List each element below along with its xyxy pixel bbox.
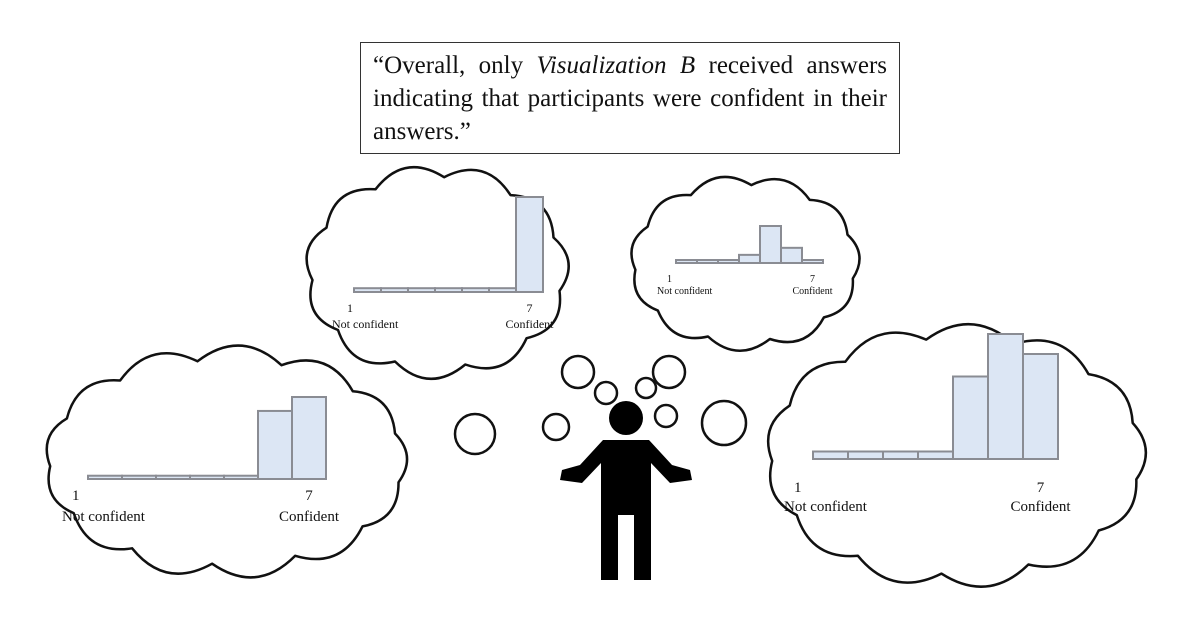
bar-5 [223,474,259,481]
bar-1 [353,287,382,294]
thought-cloud-2 [45,344,409,579]
bar-7 [515,196,544,293]
bar-2 [847,450,884,460]
low-end-label: Not confident [784,499,868,515]
bar-2 [696,259,719,264]
low-end-label: Not confident [657,286,712,297]
bar-3 [155,474,191,481]
high-end-label: Confident [1011,499,1072,515]
bar-6 [257,409,293,480]
bar-1 [675,259,698,264]
low-tick-label: 1 [347,301,353,315]
bar-7 [801,259,824,264]
low-end-label: Not confident [332,317,399,331]
bar-7 [291,396,327,480]
high-tick-label: 7 [1037,480,1045,496]
bar-2 [380,287,409,294]
thought-bubbles [453,354,748,456]
high-tick-label: 7 [810,274,815,285]
quote-box: “Overall, only Visualization B received … [360,42,900,154]
bar-3 [882,450,919,460]
person-head [609,401,643,435]
thought-bubble-7 [700,399,748,447]
low-end-label: Not confident [62,509,146,525]
bar-1 [87,474,123,481]
bar-3 [717,259,740,264]
low-tick-label: 1 [667,274,672,285]
bar-7 [1022,353,1059,460]
bar-5 [759,225,782,264]
bar-5 [461,287,490,294]
bar-5 [952,375,989,460]
thought-bubble-1 [560,354,596,390]
thought-bubble-3 [634,376,658,400]
bar-3 [407,287,436,294]
high-end-label: Confident [506,317,555,331]
thought-bubble-6 [541,412,571,442]
bar-6 [780,246,803,265]
thought-bubble-4 [651,354,687,390]
thought-bubble-5 [653,403,679,429]
bar-4 [738,253,761,265]
quote-text-end: received answers indicating that partici… [373,52,888,145]
bar-6 [987,333,1024,460]
high-end-label: Confident [793,286,833,297]
thought-bubble-2 [593,380,619,406]
thought-bubble-8 [453,412,497,456]
bar-4 [434,287,463,294]
bar-4 [189,474,225,481]
bar-1 [812,450,849,460]
high-tick-label: 7 [305,488,313,504]
person-body [560,440,692,580]
bar-2 [121,474,157,481]
person-shrugging-icon [560,401,692,580]
quote-emphasis: Visualization B [536,52,696,79]
quote-text-start: “Overall, only [373,52,537,79]
low-tick-label: 1 [794,480,802,496]
low-tick-label: 1 [72,488,80,504]
high-tick-label: 7 [527,301,533,315]
thought-cloud-1 [305,165,570,381]
bar-6 [488,287,517,294]
bar-4 [917,450,954,460]
high-end-label: Confident [279,509,340,525]
